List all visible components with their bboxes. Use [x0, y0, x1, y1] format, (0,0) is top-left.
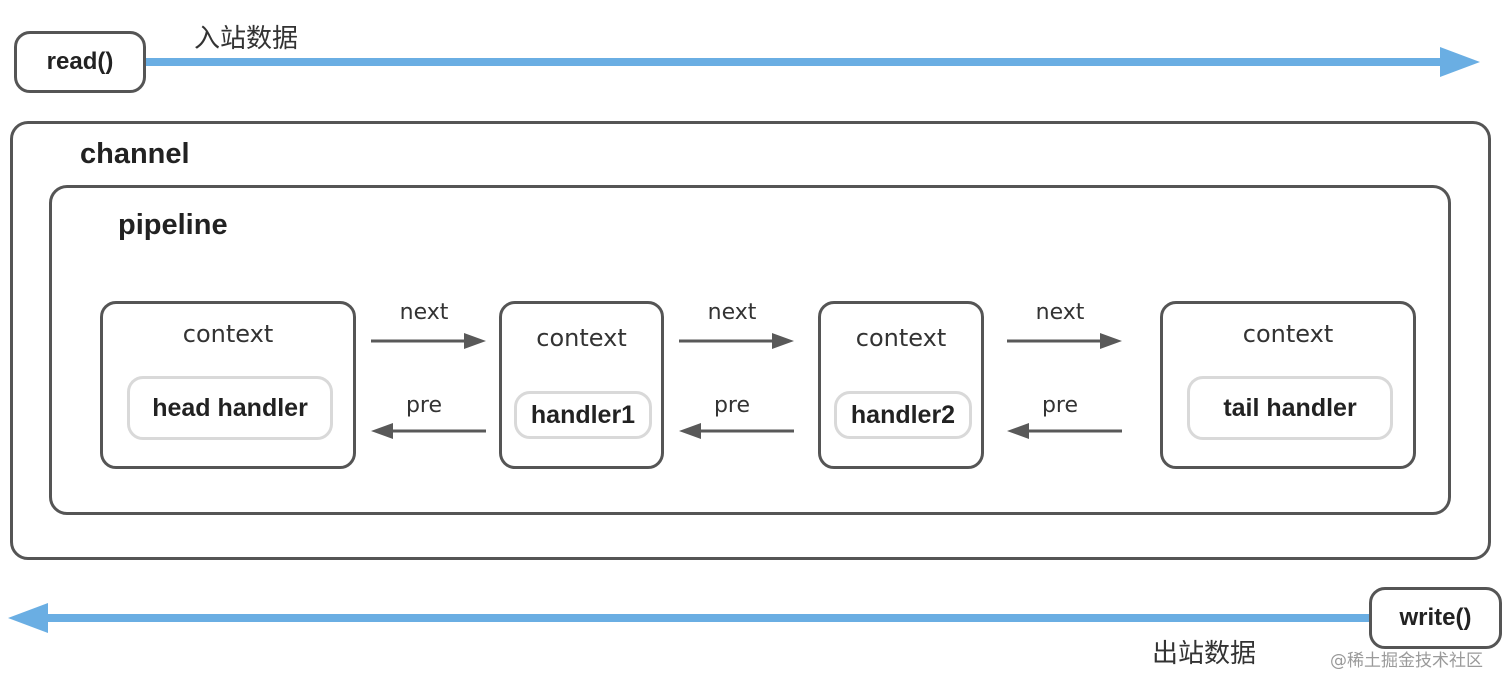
tail-handler[interactable]: tail handler: [1187, 376, 1393, 440]
context-label: context: [1242, 320, 1334, 348]
read-button[interactable]: read(): [14, 31, 146, 93]
pre-label-3: pre: [1041, 393, 1079, 418]
context-label: context: [182, 320, 274, 348]
inbound-flow-arrow: [146, 47, 1480, 77]
handler1[interactable]: handler1: [514, 391, 652, 439]
context-node-handler1: context handler1: [499, 301, 664, 469]
channel-title: channel: [80, 138, 190, 170]
head-handler[interactable]: head handler: [127, 376, 333, 440]
pre-arrow-1: [371, 423, 486, 439]
context-node-head: context head handler: [100, 301, 356, 469]
next-label-2: next: [707, 300, 757, 325]
pipeline-title: pipeline: [118, 209, 228, 241]
next-arrow-3: [1007, 333, 1122, 349]
watermark: @稀土掘金技术社区: [1330, 651, 1483, 671]
outbound-flow-arrow: [8, 603, 1370, 633]
pipeline-container: [49, 185, 1451, 515]
write-button[interactable]: write(): [1369, 587, 1502, 649]
pre-label-1: pre: [405, 393, 443, 418]
inbound-data-label: 入站数据: [194, 24, 299, 54]
outbound-data-label: 出站数据: [1152, 639, 1257, 669]
context-node-tail: context tail handler: [1160, 301, 1416, 469]
channel-container: [10, 121, 1491, 560]
pre-arrow-2: [679, 423, 794, 439]
pre-arrow-3: [1007, 423, 1122, 439]
next-label-3: next: [1035, 300, 1085, 325]
next-arrow-2: [679, 333, 794, 349]
handler2[interactable]: handler2: [834, 391, 972, 439]
context-label: context: [855, 324, 947, 352]
context-label: context: [536, 324, 627, 352]
context-node-handler2: context handler2: [818, 301, 984, 469]
next-label-1: next: [399, 300, 449, 325]
next-arrow-1: [371, 333, 486, 349]
pre-label-2: pre: [713, 393, 751, 418]
